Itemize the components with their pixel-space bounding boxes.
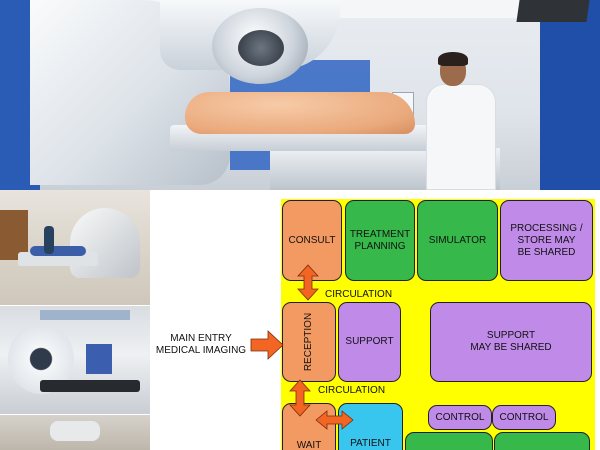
room-simulator: SIMULATOR [417, 200, 498, 281]
patient-under-sheet [185, 92, 415, 134]
ceiling-light [40, 310, 130, 320]
arrow-main-entry [250, 330, 284, 360]
room-processing-store: PROCESSING / STORE MAY BE SHARED [500, 200, 593, 281]
room-treatment-planning: TREATMENT PLANNING [345, 200, 415, 281]
room-treatment-bunker-2 [494, 432, 590, 450]
linac-machine [70, 208, 140, 278]
ceiling-monitor [516, 0, 590, 22]
main-entry-label: MAIN ENTRY MEDICAL IMAGING [155, 333, 247, 356]
technician-hair [438, 52, 468, 66]
linac-room-thumbnail [0, 190, 150, 305]
cabinet [0, 210, 28, 260]
ct-couch [40, 380, 140, 392]
circulation-label-upper: CIRCULATION [325, 289, 393, 300]
equipment-cabinet [86, 344, 112, 374]
room-control-1: CONTROL [428, 405, 492, 430]
circulation-label-lower: CIRCULATION [318, 385, 386, 396]
ct-room-thumbnail [0, 306, 150, 414]
technician-body [426, 84, 496, 190]
room-wait: WAIT [282, 403, 336, 450]
room-control-2: CONTROL [492, 405, 556, 430]
room-treatment-bunker-1 [405, 432, 493, 450]
patient [30, 246, 86, 256]
staff-member [44, 226, 54, 254]
room-patient: PATIENT [338, 403, 403, 450]
room-reception: RECEPTION [282, 302, 336, 382]
ceiling-arm [50, 421, 100, 441]
room-reception-label: RECEPTION [303, 312, 314, 372]
linac-collimator [238, 30, 284, 66]
third-room-thumbnail [0, 415, 150, 450]
room-support-shared: SUPPORT MAY BE SHARED [430, 302, 592, 382]
room-support: SUPPORT [338, 302, 401, 382]
treatment-room-photo [0, 0, 600, 190]
wall-panel [540, 0, 600, 190]
room-consult: CONSULT [282, 200, 342, 281]
